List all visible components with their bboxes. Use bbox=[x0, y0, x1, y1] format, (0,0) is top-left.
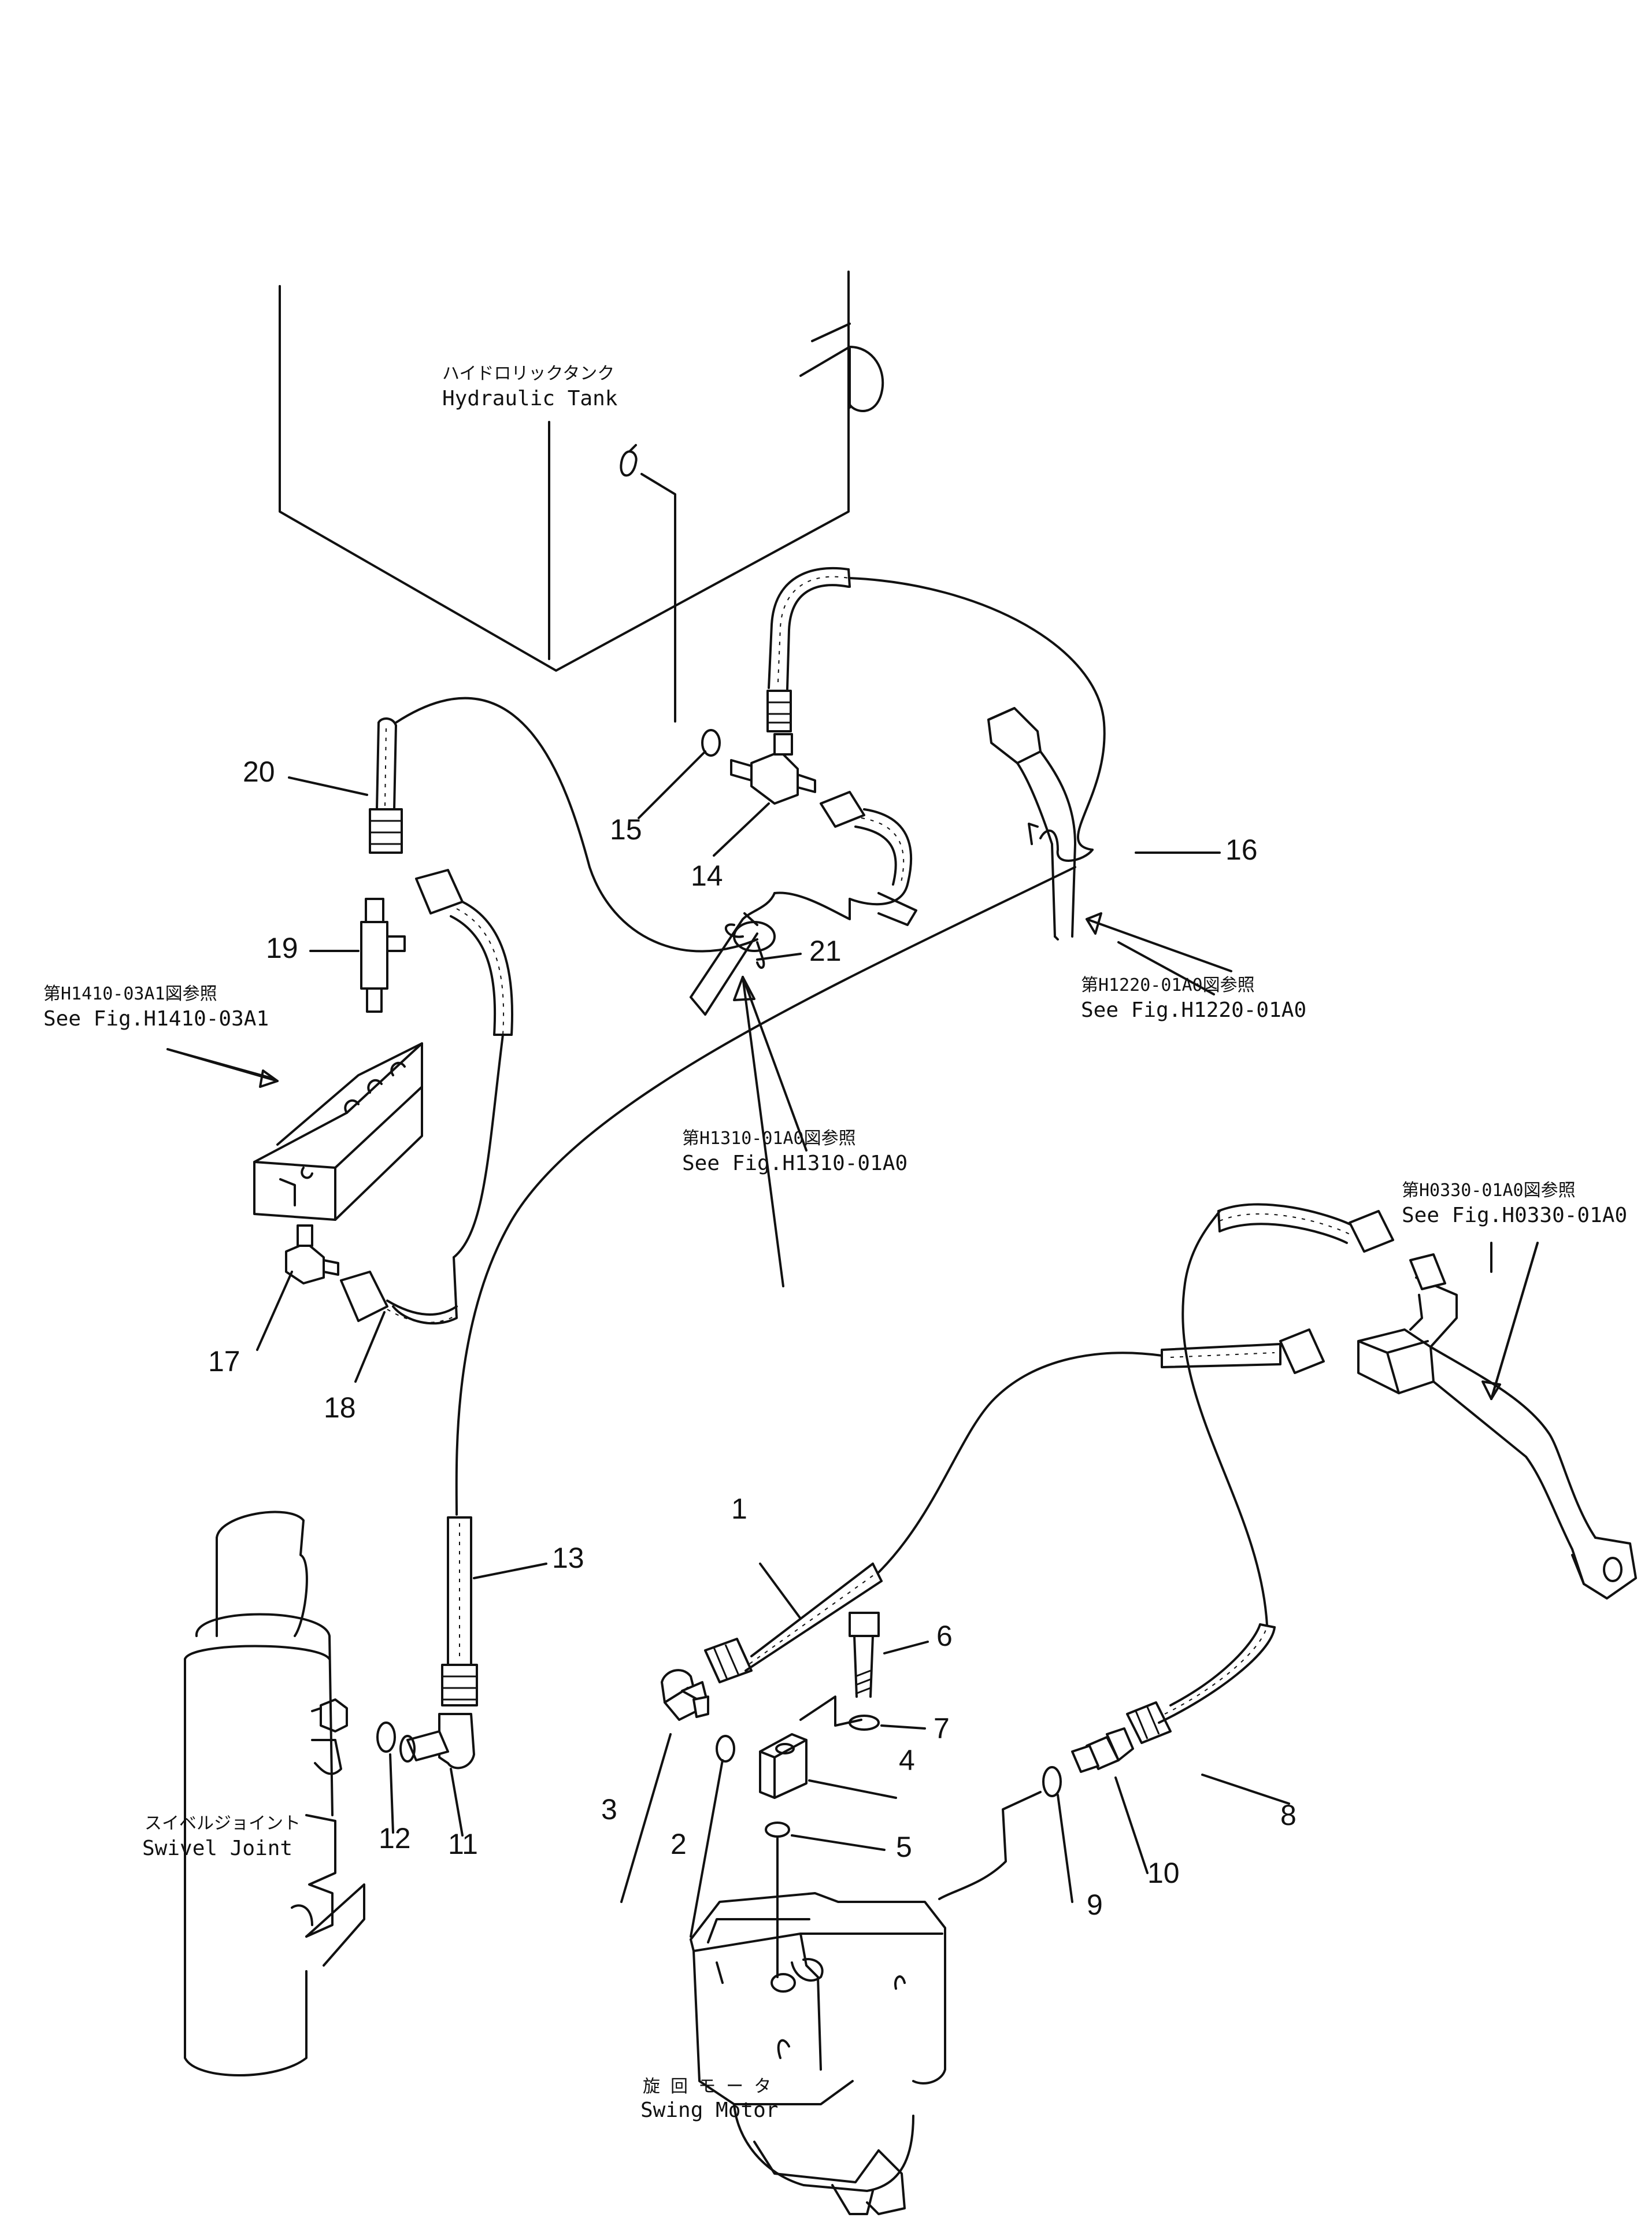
callout-number: 6 bbox=[936, 1620, 953, 1652]
swivel-joint-label-en: Swivel Joint bbox=[142, 1837, 293, 1860]
callout-number: 16 bbox=[1225, 834, 1258, 866]
valve-block-h1410 bbox=[253, 1042, 423, 1221]
hydraulic-tank-drawing bbox=[279, 271, 884, 672]
block-leader bbox=[799, 1695, 862, 1727]
line-to-swivel bbox=[455, 866, 1076, 1516]
callout-number: 12 bbox=[379, 1822, 411, 1854]
callout-number: 5 bbox=[896, 1831, 912, 1863]
hose-8 bbox=[1126, 1210, 1276, 1744]
swing-motor-label-en: Swing Motor bbox=[640, 2098, 779, 2122]
callout-number: 17 bbox=[208, 1345, 240, 1378]
hose-14-branch bbox=[773, 791, 917, 926]
o-ring-5 bbox=[765, 1822, 790, 1838]
drain-line-9 bbox=[938, 1791, 1042, 1900]
reference-label-jp: 第H0330-01A0図参照 bbox=[1402, 1180, 1576, 1201]
elbow-fitting-3 bbox=[661, 1669, 709, 1721]
tank-drain-line bbox=[640, 473, 676, 723]
hose-20 bbox=[369, 697, 758, 953]
pipe-assembly-h1220 bbox=[987, 707, 1094, 941]
swivel-joint-drawing bbox=[184, 1511, 365, 2076]
o-ring-2 bbox=[716, 1735, 735, 1763]
reference-label-en: See Fig.H1410-03A1 bbox=[43, 1007, 269, 1031]
o-ring-12 bbox=[376, 1722, 396, 1753]
reference-label-jp: 第H1410-03A1図参照 bbox=[43, 984, 217, 1004]
callout-number: 20 bbox=[243, 756, 275, 788]
bolt-6 bbox=[849, 1612, 880, 1698]
hose-1 bbox=[704, 1352, 1163, 1683]
reference-label-en: See Fig.H1310-01A0 bbox=[682, 1152, 908, 1175]
return-line-16 bbox=[849, 577, 1106, 851]
swing-motor-label-jp: 旋 回 モ ー タ bbox=[643, 2076, 772, 2097]
swing-motor-drawing bbox=[690, 1892, 946, 2215]
leader-lines bbox=[166, 750, 1539, 1938]
reference-label-jp: 第H1310-01A0図参照 bbox=[682, 1128, 856, 1149]
callout-number: 18 bbox=[324, 1391, 356, 1424]
swivel-joint-label-jp: スイベルジョイント bbox=[145, 1813, 301, 1834]
pipe-assembly-h0330 bbox=[1161, 1203, 1637, 1600]
reference-label-en: See Fig.H1220-01A0 bbox=[1081, 998, 1307, 1022]
callout-number: 19 bbox=[266, 932, 298, 964]
o-ring-15 bbox=[701, 729, 721, 757]
callout-number: 3 bbox=[601, 1793, 617, 1826]
elbow-fitting-11 bbox=[399, 1713, 475, 1769]
fitting-17 bbox=[285, 1224, 339, 1284]
callout-number: 7 bbox=[934, 1712, 950, 1745]
callout-number: 8 bbox=[1280, 1799, 1297, 1831]
reference-label-en: See Fig.H0330-01A0 bbox=[1402, 1204, 1628, 1227]
adapter-fitting-10 bbox=[1071, 1727, 1134, 1773]
callout-number: 9 bbox=[1087, 1889, 1103, 1921]
callout-number: 14 bbox=[691, 860, 723, 892]
hydraulic-tank-label-en: Hydraulic Tank bbox=[442, 387, 618, 410]
washer-7 bbox=[849, 1715, 880, 1731]
callout-number: 1 bbox=[731, 1493, 747, 1525]
hose-upper bbox=[766, 567, 851, 732]
manifold-connector-h1310 bbox=[690, 892, 776, 1016]
reference-label-jp: 第H1220-01A0図参照 bbox=[1081, 975, 1255, 995]
flange-block-4 bbox=[759, 1733, 808, 1799]
reference-arrows bbox=[166, 912, 1539, 1400]
callout-number: 4 bbox=[899, 1744, 915, 1776]
callout-number: 21 bbox=[809, 935, 842, 967]
tee-fitting-14 bbox=[730, 733, 816, 805]
callout-number: 15 bbox=[610, 813, 642, 846]
callout-number: 2 bbox=[671, 1828, 687, 1860]
hydraulic-tank-label-jp: ハイドロリックタンク bbox=[442, 364, 615, 384]
callout-number: 13 bbox=[552, 1542, 584, 1574]
hose-18 bbox=[340, 869, 514, 1325]
tee-fitting-19 bbox=[360, 898, 406, 1013]
callout-number: 11 bbox=[448, 1828, 478, 1860]
hose-13 bbox=[441, 1516, 478, 1706]
o-ring-9 bbox=[1042, 1766, 1062, 1797]
callout-number: 10 bbox=[1147, 1857, 1180, 1889]
